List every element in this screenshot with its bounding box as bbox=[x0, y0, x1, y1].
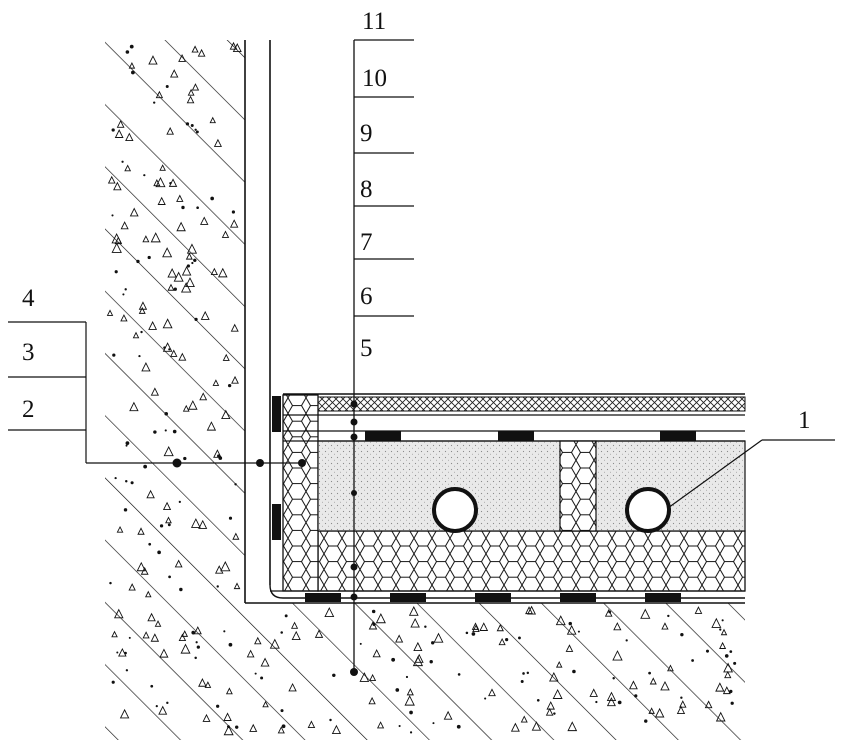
callout-label-8: 8 bbox=[360, 176, 373, 203]
callout-labels: 11 10 9 8 7 6 5 4 3 2 1 bbox=[22, 8, 811, 434]
wall-concrete bbox=[105, 40, 246, 603]
slab-aggregate-specks bbox=[111, 605, 737, 736]
callout-label-2: 2 bbox=[22, 396, 35, 423]
heating-pipes bbox=[432, 487, 671, 533]
callout-label-10: 10 bbox=[362, 65, 387, 92]
edge-insulation-strip bbox=[282, 394, 319, 592]
callout-label-1: 1 bbox=[798, 407, 811, 434]
heating-pipe bbox=[432, 487, 478, 533]
callout-label-4: 4 bbox=[22, 285, 35, 312]
callout-label-5: 5 bbox=[360, 335, 373, 362]
insulation-board bbox=[317, 530, 746, 592]
layer-callout-leader bbox=[350, 39, 414, 676]
callout-label-3: 3 bbox=[22, 339, 35, 366]
callout-label-7: 7 bbox=[360, 229, 373, 256]
fixing-strips bbox=[272, 396, 696, 602]
partition-block bbox=[559, 440, 597, 532]
screed-filling-layer bbox=[317, 440, 746, 532]
floor-finish-layer bbox=[317, 396, 746, 412]
callout-label-9: 9 bbox=[360, 120, 373, 147]
pipe-callout-leader bbox=[667, 439, 835, 509]
heating-pipe bbox=[625, 487, 671, 533]
wall-aggregate-specks bbox=[106, 41, 242, 598]
callout-label-11: 11 bbox=[362, 8, 386, 35]
wall-callout-leader bbox=[8, 321, 306, 468]
floor-slab-concrete bbox=[105, 603, 745, 740]
callout-label-6: 6 bbox=[360, 283, 373, 310]
